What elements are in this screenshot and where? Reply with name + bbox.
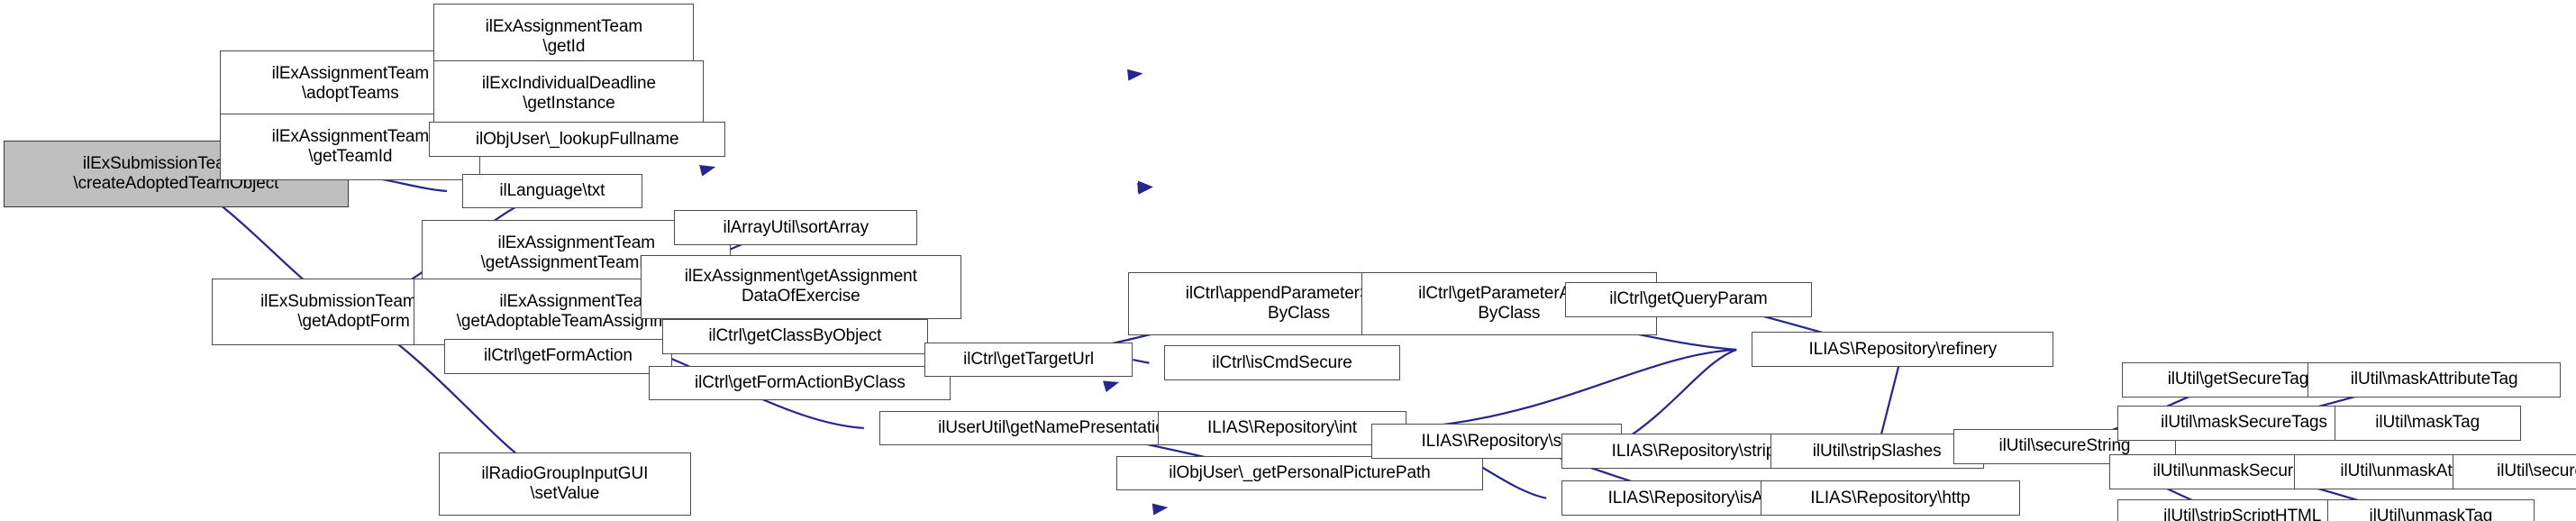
graph-node-n14[interactable]: ilCtrl\getFormActionByClass — [649, 365, 951, 401]
graph-node-n5[interactable]: ilObjUser\_lookupFullname — [428, 122, 726, 158]
graph-node-n17[interactable]: ilCtrl\isCmdSecure — [1164, 345, 1400, 381]
graph-node-n4[interactable]: ilExcIndividualDeadline \getInstance — [433, 59, 705, 127]
graph-node-n35[interactable]: ilUtil\maskTag — [2334, 405, 2521, 441]
graph-node-n12[interactable]: ilCtrl\getFormAction — [443, 338, 673, 374]
graph-node-n10[interactable]: ilArrayUtil\sortArray — [674, 210, 918, 246]
graph-node-n28[interactable]: ilUtil\stripSlashes — [1770, 434, 1984, 470]
graph-node-n19[interactable]: ilCtrl\getQueryParam — [1564, 281, 1812, 317]
graph-node-n33[interactable]: ilUtil\stripScriptHTML — [2116, 498, 2368, 521]
graph-node-n38[interactable]: ilUtil\secureLink — [2452, 453, 2576, 489]
graph-node-n31[interactable]: ilUtil\maskSecureTags — [2116, 405, 2371, 441]
edge-arrowhead — [699, 164, 716, 177]
edge-arrowhead — [1127, 69, 1143, 81]
graph-node-n11[interactable]: ilExAssignment\getAssignment DataOfExerc… — [641, 255, 961, 319]
graph-edge-n22-n20 — [1406, 348, 1737, 430]
graph-node-n34[interactable]: ilUtil\maskAttributeTag — [2307, 361, 2562, 398]
edge-arrowhead — [1137, 180, 1153, 193]
graph-node-n15[interactable]: ilCtrl\getTargetUrl — [924, 342, 1133, 378]
graph-node-n22[interactable]: ILIAS\Repository\int — [1158, 410, 1406, 446]
graph-node-n37[interactable]: ilUtil\unmaskTag — [2327, 498, 2535, 521]
graph-node-n23[interactable]: ilObjUser\_getPersonalPicturePath — [1115, 455, 1484, 491]
graph-edge-n15-n17 — [1133, 358, 1150, 364]
graph-node-n39[interactable]: ilRadioGroupInputGUI \setValue — [438, 452, 691, 516]
edge-arrowhead — [1151, 503, 1169, 516]
graph-node-n6[interactable]: ilLanguage\txt — [461, 173, 642, 209]
graph-edge-n24-n20 — [1621, 348, 1737, 443]
edge-arrowhead — [1103, 380, 1120, 392]
graph-node-n20[interactable]: ILIAS\Repository\refinery — [1752, 332, 2054, 368]
edge-arrowhead — [1137, 182, 1153, 195]
graph-node-n3[interactable]: ilExAssignmentTeam \getId — [433, 3, 695, 70]
graph-node-n13[interactable]: ilCtrl\getClassByObject — [662, 318, 928, 354]
graph-node-n27[interactable]: ILIAS\Repository\http — [1760, 480, 2021, 516]
